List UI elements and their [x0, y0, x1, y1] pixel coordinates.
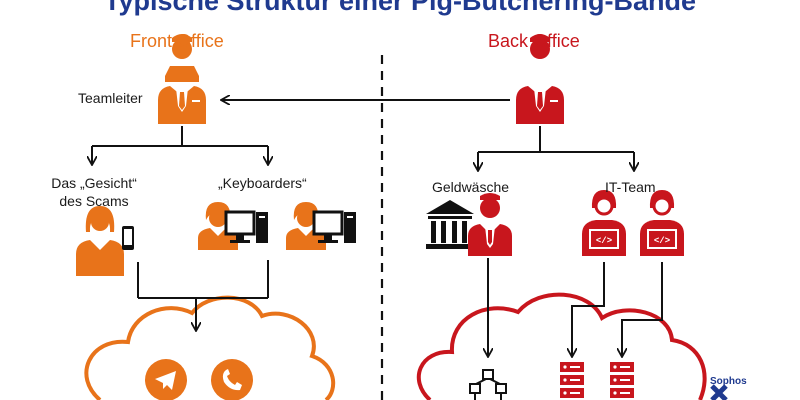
- it-team-person-icon: </>: [640, 190, 684, 256]
- it-team-label: IT-Team: [605, 179, 656, 195]
- connector-it1-down: [572, 262, 605, 356]
- teamleiter-person-icon: [158, 34, 206, 124]
- geldwaesche-label: Geldwäsche: [432, 179, 510, 195]
- sophos-xops-logo: Sophos: [704, 374, 800, 400]
- gesicht-label-line1: Das „Gesicht“: [51, 175, 137, 191]
- keyboarder-person-icon: [198, 202, 238, 250]
- desktop-computer-icon: [312, 210, 356, 243]
- bank-icon: [426, 200, 474, 249]
- whatsapp-icon: [211, 359, 253, 400]
- blockchain-icon: [469, 369, 507, 400]
- gesicht-person-icon: [76, 206, 124, 276]
- gesicht-label-line2: des Scams: [59, 193, 129, 209]
- it-team-person-icon: </>: [582, 190, 626, 256]
- server-icon: [610, 362, 634, 398]
- back-office-heading: Back Office: [488, 31, 580, 51]
- svg-text:</>: </>: [654, 236, 670, 246]
- laptop-code-icon: </>: [589, 229, 619, 249]
- front-office-heading: Front Office: [130, 31, 224, 51]
- front-office-cloud: [84, 295, 336, 400]
- connector-it2-down: [622, 262, 663, 356]
- teamleiter-label: Teamleiter: [78, 90, 143, 106]
- server-icon: [560, 362, 584, 398]
- geldwaesche-person-icon: [468, 193, 512, 256]
- keyboarders-label: „Keyboarders“: [218, 175, 307, 191]
- desktop-computer-icon: [224, 210, 268, 243]
- diagram-title: Typische Struktur einer Pig-Butchering-B…: [103, 0, 697, 16]
- brand-x-mark: [710, 384, 728, 400]
- laptop-code-icon: </>: [647, 229, 677, 249]
- back-office-leader-person-icon: [516, 34, 564, 124]
- svg-text:</>: </>: [596, 236, 612, 246]
- brand-line1: Sophos: [710, 376, 747, 387]
- smartphone-icon: [122, 226, 134, 250]
- gesicht-label: Das „Gesicht“ des Scams: [36, 175, 152, 209]
- telegram-icon: [145, 359, 187, 400]
